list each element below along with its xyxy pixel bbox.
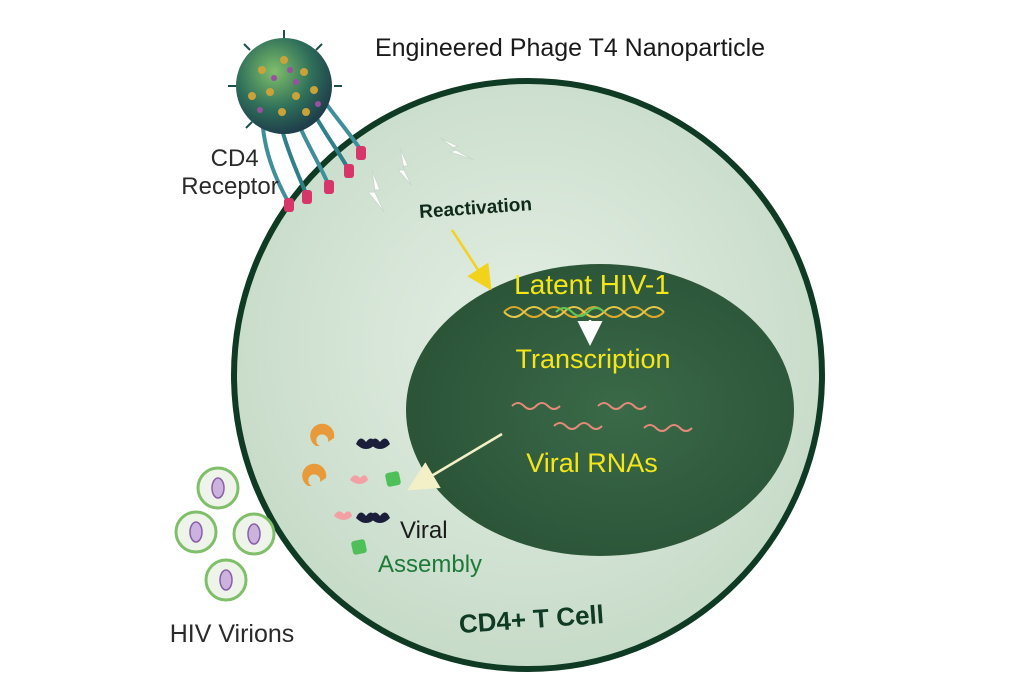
receptor-label-line2: Receptor: [181, 173, 278, 200]
transcription-label: Transcription: [515, 344, 670, 374]
reactivation-arrow: [450, 229, 492, 291]
receptor-label-line1: CD4: [211, 145, 259, 172]
virions-label: HIV Virions: [170, 620, 295, 648]
viral-protein-icon: [302, 423, 401, 555]
viral-rnas-label: Viral RNAs: [526, 448, 658, 478]
receptor-label: CD4 Receptor: [181, 145, 278, 200]
export-arrow: [407, 432, 503, 491]
latent-hiv-label: Latent HIV-1: [514, 269, 670, 300]
virion-icon: [174, 466, 276, 602]
assembly-label: Viral Assembly: [378, 517, 482, 578]
lightning-icon: [366, 137, 475, 213]
assembly-label-line2: Assembly: [378, 551, 482, 578]
assembly-label-line1: Viral: [400, 517, 448, 544]
nucleus: [406, 264, 794, 556]
rna-strand-icon: [511, 402, 693, 432]
dna-helix-icon: [503, 306, 665, 318]
phage-nanoparticle-icon: [228, 30, 366, 212]
page-title: Engineered Phage T4 Nanoparticle: [375, 34, 765, 62]
